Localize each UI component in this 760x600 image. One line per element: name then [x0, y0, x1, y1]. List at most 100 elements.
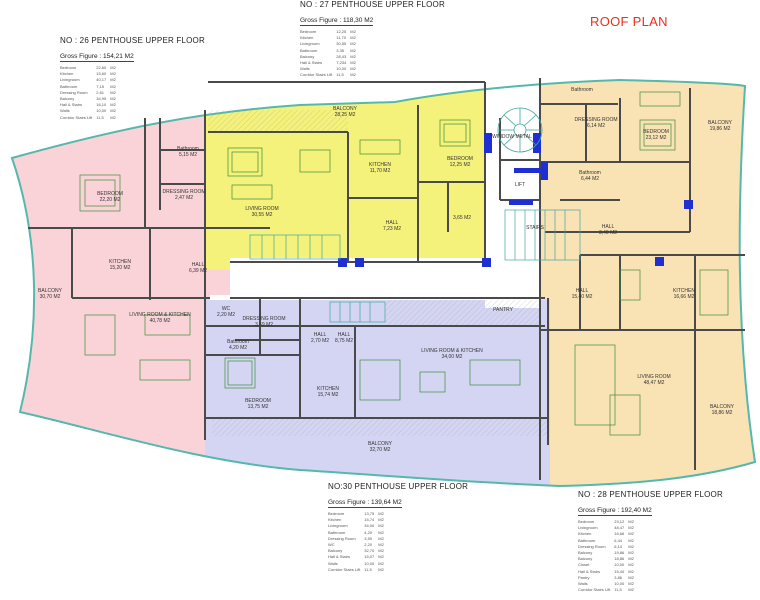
schedule-room: Bedroom	[60, 65, 77, 70]
lift-label: LIFT	[515, 182, 525, 188]
p30-hall2-label: HALL	[338, 332, 351, 338]
unit-30-schedule: NO:30 PENTHOUSE UPPER FLOOR Gross Figure…	[328, 482, 468, 573]
schedule-unit: M2	[378, 529, 384, 535]
plan-title: ROOF PLAN	[590, 14, 668, 29]
p30-bedroom-area: 13,75 M2	[248, 404, 269, 410]
p27-balcony-label: BALCONY	[333, 106, 358, 112]
schedule-room: Walls	[328, 560, 338, 566]
schedule-area: 28,43	[336, 53, 347, 59]
p28-bedroom-area: 23,12 M2	[646, 135, 667, 141]
schedule-area: 16,66	[614, 531, 625, 537]
unit-26-title: NO : 26 PENTHOUSE UPPER FLOOR	[60, 36, 205, 45]
schedule-room: Hall & Stairs	[60, 102, 83, 108]
schedule-unit: M2	[110, 108, 116, 114]
schedule-area: 7,15	[96, 83, 105, 89]
schedule-room: Pantry	[578, 574, 590, 580]
p26-kitchen-area: 15,20 M2	[110, 265, 131, 271]
schedule-unit: M2	[350, 66, 356, 72]
unit-27-schedule: NO : 27 PENTHOUSE UPPER FLOOR Gross Figu…	[300, 0, 445, 79]
p30-dressing-label: DRESSING ROOM	[242, 316, 285, 322]
schedule-room: Kitchen	[60, 71, 74, 77]
unit-28-title: NO : 28 PENTHOUSE UPPER FLOOR	[578, 490, 723, 499]
schedule-room: Livingroom	[300, 41, 320, 47]
p30-wc-label: WC	[222, 306, 231, 312]
p26-balcony-area: 30,70 M2	[40, 294, 61, 300]
schedule-unit: M2	[350, 47, 356, 53]
p28-dressing-label: DRESSING ROOM	[574, 117, 617, 123]
schedule-area: 15,60	[96, 71, 107, 77]
p30-dressing-area: 3,59 M2	[255, 322, 273, 328]
p28-kitchen-area: 16,66 M2	[674, 294, 695, 300]
schedule-unit: M2	[350, 60, 356, 66]
schedule-room: Corridor Stairs Lift	[578, 587, 611, 593]
p28-hall-area: 3,40 M2	[599, 230, 617, 236]
p30-living-area: 34,00 M2	[442, 354, 463, 360]
p26-kitchen-label: KITCHEN	[109, 259, 131, 265]
schedule-unit: M2	[628, 581, 634, 587]
p28-hall2-area: 15,40 M2	[572, 294, 593, 300]
schedule-unit: M2	[378, 566, 384, 572]
unit-26-gross-figure: Gross Figure : 154,21 M2	[60, 53, 134, 62]
schedule-unit: M2	[628, 556, 634, 562]
schedule-unit: M2	[628, 574, 634, 580]
p28-kitchen-label: KITCHEN	[673, 288, 695, 294]
schedule-room: Balcony	[300, 53, 315, 59]
p26-bedroom-label: BEDROOM	[97, 191, 123, 197]
schedule-area: 6,14	[614, 543, 623, 549]
schedule-room: Bedroom	[328, 511, 345, 516]
schedule-area: 6,44	[614, 537, 623, 543]
schedule-area: 10,00	[96, 108, 107, 114]
p28-living-label: LIVING ROOM	[637, 374, 670, 380]
p27-bedroom-label: BEDROOM	[447, 156, 473, 162]
schedule-room: Hall & Stairs	[300, 60, 323, 66]
schedule-room: Walls	[60, 108, 70, 114]
p28-pantry-label: PANTRY	[493, 307, 513, 313]
schedule-room: Walls	[300, 66, 310, 72]
schedule-room: Dressing Room	[60, 89, 88, 95]
p26-living-label: LIVING ROOM & KITCHEN	[129, 312, 191, 318]
schedule-area: 11,5	[364, 566, 372, 572]
schedule-unit: M2	[628, 550, 634, 556]
p28-bedroom-label: BEDROOM	[643, 129, 669, 135]
schedule-area: 15,07	[364, 554, 375, 560]
schedule-unit: M2	[628, 587, 634, 593]
schedule-unit: M2	[110, 83, 116, 89]
room-labels: Bathroom 5,15 M2 BEDROOM 22,20 M2 DRESSI…	[38, 87, 735, 453]
schedule-area: 10,00	[364, 560, 375, 566]
schedule-unit: M2	[378, 517, 384, 523]
schedule-unit: M2	[350, 35, 356, 41]
p30-hall-label: HALL	[314, 332, 327, 338]
p30-wc-area: 2,20 M2	[217, 312, 235, 318]
unit-26-schedule: NO : 26 PENTHOUSE UPPER FLOOR Gross Figu…	[60, 36, 205, 121]
schedule-room: Livingroom	[328, 523, 348, 529]
schedule-room: Bathroom	[328, 529, 346, 535]
schedule-room: Hall & Stairs	[328, 554, 351, 560]
building-outline	[10, 78, 757, 488]
p28-living-area: 48,47 M2	[644, 380, 665, 386]
unit-28-schedule: NO : 28 PENTHOUSE UPPER FLOOR Gross Figu…	[578, 490, 723, 593]
schedule-area: 11,70	[336, 35, 346, 41]
p28-balcony-top-area: 19,86 M2	[710, 126, 731, 132]
schedule-area: 10,00	[614, 562, 625, 568]
schedule-area: 32,70	[364, 548, 375, 554]
schedule-room: Bathroom	[578, 537, 596, 543]
schedule-unit: M2	[378, 542, 384, 548]
schedule-area: 3,35	[336, 47, 345, 53]
